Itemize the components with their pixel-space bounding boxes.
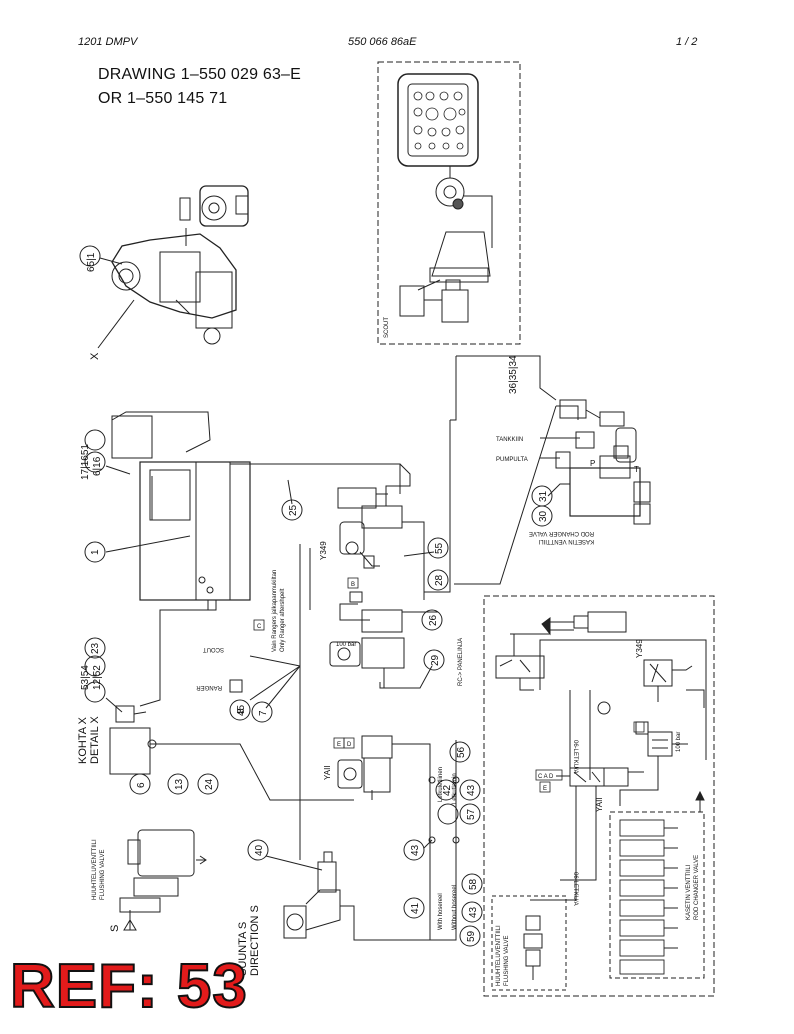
box-e: E <box>337 742 341 748</box>
callout-45: 45 <box>236 704 247 716</box>
label-without-hose-fi: Letkutlatoin <box>452 773 458 804</box>
label-x-mark: X <box>89 352 101 360</box>
label-letku1: 06-LETKU/A <box>572 740 578 774</box>
box-cad: C A D <box>538 774 554 780</box>
rod-changer-stack <box>609 811 705 979</box>
header-doc-number: 550 066 86aE <box>348 36 417 48</box>
label-suunta: SUUNTA S <box>237 922 249 976</box>
callout-6-16: 6|16 <box>92 456 103 476</box>
label-yaii-left: YAII <box>323 765 332 780</box>
label-port-p: P <box>590 459 595 468</box>
callout-25: 25 <box>288 504 299 516</box>
callout-12-52: 12|52 <box>92 665 103 690</box>
box-d: D <box>347 742 352 748</box>
label-port-t: T <box>634 465 639 474</box>
callout-31: 31 <box>538 490 549 502</box>
drawing-title-line2: OR 1–550 145 71 <box>98 90 228 107</box>
label-huuhtelu2-en: FLUSHING VALVE <box>504 936 510 986</box>
box-b: B <box>351 582 355 588</box>
label-kohta: KOHTA X <box>77 716 89 764</box>
callout-13: 13 <box>174 778 185 790</box>
label-with-hose-fi: Letkuletliinen <box>438 767 444 802</box>
label-huuhtelu-fi: HUUHTELUVENTTIILI <box>92 839 98 900</box>
label-yaii-right: YAII <box>595 797 604 812</box>
label-ranger: RANGER <box>196 684 222 690</box>
label-scout-box: SCOUT <box>384 317 390 338</box>
label-s-mark: S <box>109 925 121 932</box>
callout-56: 56 <box>456 746 467 758</box>
label-tankkiin: TANKKIIN <box>496 437 523 443</box>
callout-43-a: 43 <box>466 784 477 796</box>
callout-8: 8 <box>236 708 247 714</box>
label-kasetin-fi: KASETIN VENTTIILI <box>538 538 594 544</box>
callout-40: 40 <box>254 844 265 856</box>
drawing-title-line1: DRAWING 1–550 029 63–E <box>98 66 302 83</box>
label-kasetin-en: ROD CHANGER VALVE <box>529 530 594 536</box>
callout-65-1: 65|1 <box>86 252 97 272</box>
label-bar100b: 100 bar <box>676 732 682 752</box>
callout-36-35-34: 36|35|34 <box>508 355 519 394</box>
label-bar100: 100 bar <box>336 642 356 648</box>
header-left: 1201 DMPV <box>78 36 138 48</box>
label-huuhtelu2-fi: HUUHTELUVENTTIILI <box>496 925 502 986</box>
label-kasetin2-en: ROD CHANGER VALVE <box>694 855 700 920</box>
label-rangers-fi: Vain Rangers jalkapanmukiltan <box>272 570 278 652</box>
label-rc-panel: RC-> PANELINJA <box>458 638 464 686</box>
callout-30: 30 <box>538 510 549 522</box>
callout-6: 6 <box>136 782 147 788</box>
label-huuhtelu-en: FLUSHING VALVE <box>100 850 106 900</box>
callout-29: 29 <box>430 654 441 666</box>
label-without-hose: Without hosereel <box>452 885 458 930</box>
callout-7: 7 <box>258 710 269 716</box>
scout-box <box>377 61 521 345</box>
label-kasetin2-fi: KASETIN VENTTIILI <box>686 864 692 920</box>
control-panel <box>397 73 479 167</box>
label-y349-left: Y349 <box>319 541 328 560</box>
callout-1: 1 <box>90 549 101 555</box>
callout-28: 28 <box>434 574 445 586</box>
callout-59: 59 <box>466 930 477 942</box>
callout-58: 58 <box>468 878 479 890</box>
callout-43-c: 43 <box>468 906 479 918</box>
box-e2: E <box>543 786 547 792</box>
callout-17-1651: 17|1651 <box>80 444 91 480</box>
callout-41: 41 <box>410 902 421 914</box>
label-rangers-en: Only Ranger aftershpelt <box>280 588 286 652</box>
label-direction: DIRECTION S <box>249 905 261 976</box>
callout-42: 42 <box>442 784 453 796</box>
callout-55: 55 <box>434 542 445 554</box>
callout-57: 57 <box>466 808 477 820</box>
box-c: C <box>257 624 262 630</box>
header-page: 1 / 2 <box>676 36 698 48</box>
label-detail: DETAIL X <box>89 716 101 764</box>
label-letku2: 06-LETKU/A <box>572 872 578 906</box>
label-scout-small: SCOUT <box>203 646 224 652</box>
ref-number: REF: 53 <box>9 952 248 1021</box>
callout-53-54: 53|54 <box>80 665 91 690</box>
flushing-valve-box <box>491 895 567 991</box>
label-y349-right: Y349 <box>635 639 644 658</box>
label-with-hose: With hosereel <box>438 893 444 930</box>
callout-23: 23 <box>90 642 101 654</box>
callout-26: 26 <box>428 614 439 626</box>
label-pumpulta: PUMPULTA <box>496 457 528 463</box>
callout-43-b: 43 <box>410 844 421 856</box>
callout-24: 24 <box>204 778 215 790</box>
